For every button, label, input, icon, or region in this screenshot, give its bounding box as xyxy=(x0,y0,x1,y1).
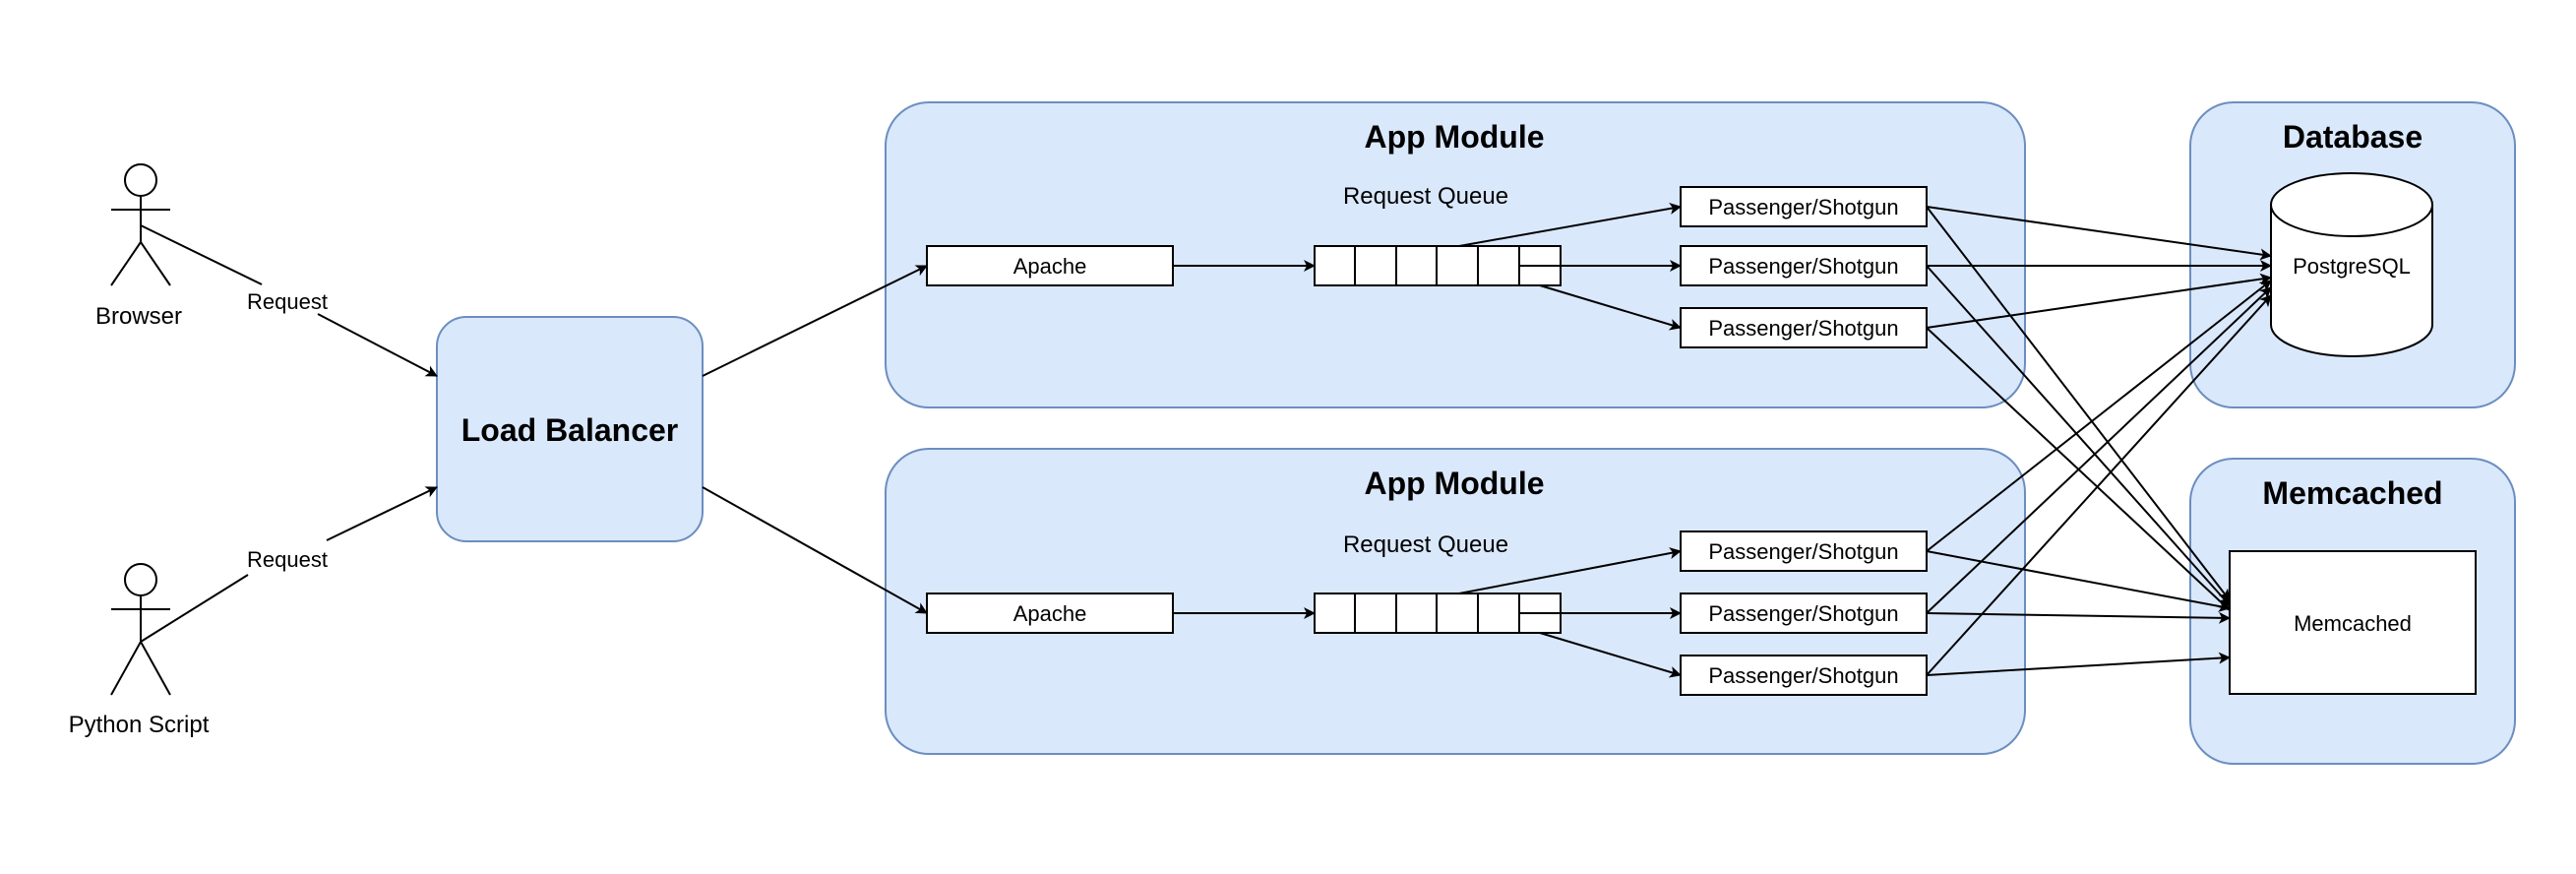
w12-to-mc-edge xyxy=(1926,265,2231,606)
memcached-node-label: Memcached xyxy=(2294,611,2412,636)
python-to-lb-edge-2 xyxy=(326,486,438,541)
worker-box-2-3 xyxy=(1680,655,1928,696)
worker-label-2-2: Passenger/Shotgun xyxy=(1708,601,1898,626)
apache-label-2: Apache xyxy=(1013,601,1087,626)
worker-label-1-3: Passenger/Shotgun xyxy=(1708,316,1898,341)
load-balancer xyxy=(436,316,704,542)
apache-box-2 xyxy=(926,593,1174,634)
w23-to-mc-edge xyxy=(1926,652,2231,676)
w11-to-db-edge xyxy=(1926,206,2272,261)
postgresql-cylinder xyxy=(2270,172,2433,357)
worker-box-1-1 xyxy=(1680,186,1928,227)
worker-box-2-1 xyxy=(1680,531,1928,572)
w11-to-mc-edge xyxy=(1926,206,2231,601)
python-script-actor-icon xyxy=(110,563,171,696)
w21-to-db-edge xyxy=(1926,280,2272,552)
load-balancer-title: Load Balancer xyxy=(461,412,679,448)
database-title: Database xyxy=(2283,119,2423,155)
queue1-to-worker3-edge xyxy=(1539,284,1682,331)
memcached-node-box xyxy=(2229,550,2477,695)
browser-label: Browser xyxy=(95,303,182,330)
browser-to-lb-edge-2 xyxy=(317,313,438,377)
apache-label-1: Apache xyxy=(1013,254,1087,279)
browser-to-lb-edge xyxy=(140,224,263,285)
lb-to-apache-1-edge xyxy=(702,265,928,377)
python-request-label: Request xyxy=(247,547,328,572)
app-module-1-title: App Module xyxy=(1364,119,1544,155)
python-to-lb-edge xyxy=(140,574,249,643)
w13-to-mc-edge xyxy=(1926,327,2231,611)
queue1-to-worker1-edge xyxy=(1458,203,1682,247)
postgresql-label: PostgreSQL xyxy=(2293,254,2411,279)
w21-to-mc-edge xyxy=(1926,550,2231,612)
request-queue-label-1: Request Queue xyxy=(1343,183,1508,210)
w13-to-db-edge xyxy=(1926,273,2272,329)
request-queue-label-2: Request Queue xyxy=(1343,531,1508,558)
worker-box-1-3 xyxy=(1680,307,1928,348)
worker-label-2-1: Passenger/Shotgun xyxy=(1708,539,1898,564)
queue2-to-worker3-edge xyxy=(1539,632,1682,678)
browser-actor-icon xyxy=(110,163,171,286)
w23-to-db-edge xyxy=(1926,294,2272,676)
w22-to-mc-edge xyxy=(1926,611,2231,624)
python-script-label: Python Script xyxy=(69,712,210,738)
browser-request-label: Request xyxy=(247,289,328,314)
app-module-2-title: App Module xyxy=(1364,466,1544,501)
w22-to-db-edge xyxy=(1926,286,2272,614)
memcached-title: Memcached xyxy=(2262,475,2442,511)
queue2-to-worker1-edge xyxy=(1458,547,1682,594)
worker-label-1-2: Passenger/Shotgun xyxy=(1708,254,1898,279)
worker-label-2-3: Passenger/Shotgun xyxy=(1708,663,1898,688)
lb-to-apache-2-edge xyxy=(702,486,928,614)
worker-label-1-1: Passenger/Shotgun xyxy=(1708,195,1898,219)
worker-box-2-2 xyxy=(1680,593,1928,634)
